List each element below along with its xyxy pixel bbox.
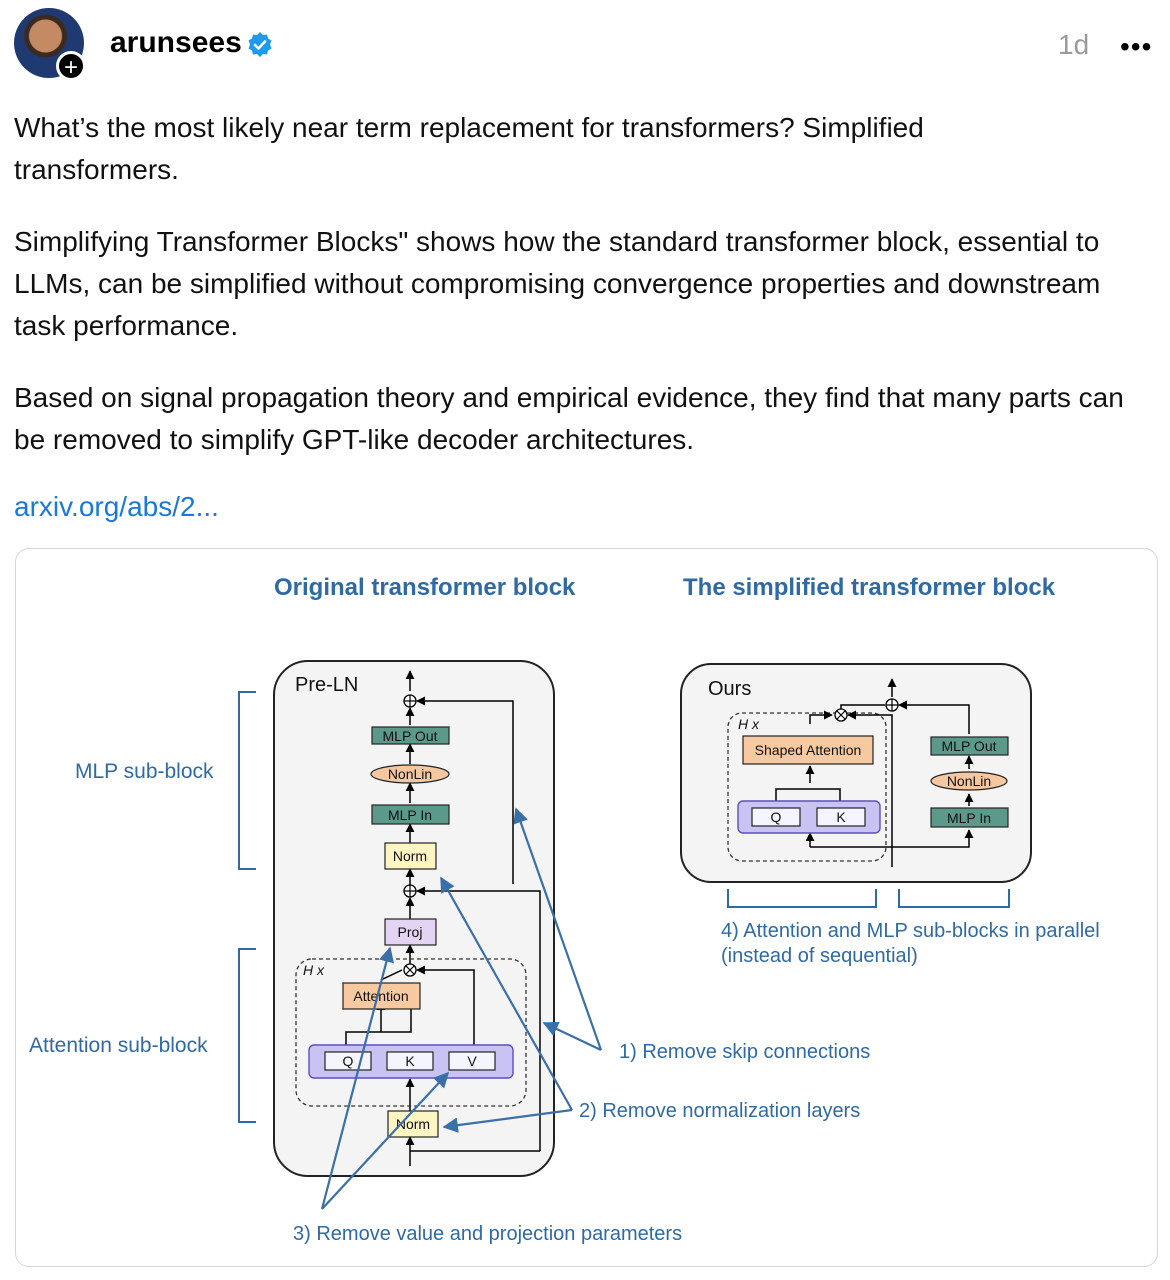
nonlin-node: [370, 764, 450, 784]
transformer-diagram: Original transformer block The simplifie…: [29, 574, 1100, 1245]
norm-box-attn: [387, 1110, 439, 1138]
ours-hx-label: H x: [738, 716, 760, 732]
nonlin-label: NonLin: [388, 766, 432, 782]
attention-box: [342, 982, 421, 1010]
ours-mlp-in-label: MLP In: [947, 810, 991, 826]
mlp-out-label: MLP Out: [383, 728, 438, 744]
proj-box: [384, 918, 437, 946]
norm-label-mlp: Norm: [393, 848, 427, 864]
timestamp: 1d: [1058, 29, 1090, 60]
annotation-1: 1) Remove skip connections: [619, 1041, 870, 1063]
parallel-bracket-left: [727, 889, 877, 908]
mlp-bracket: [238, 691, 256, 870]
post-paragraph-3: Based on signal propagation theory and e…: [14, 382, 1124, 455]
follow-plus-icon[interactable]: +: [56, 51, 86, 81]
annotation-2: 2) Remove normalization layers: [579, 1100, 860, 1122]
annotation-3: 3) Remove value and projection parameter…: [293, 1223, 682, 1245]
attention-label: Attention: [353, 988, 408, 1004]
title-simplified: The simplified transformer block: [683, 574, 1056, 601]
ours-label: Ours: [708, 678, 751, 700]
post-paragraph-1: What’s the most likely near term replace…: [14, 112, 924, 185]
username[interactable]: arunsees: [110, 26, 242, 59]
ours-mlp-out-box: [930, 736, 1009, 756]
hx-label: H x: [303, 962, 325, 978]
v-box: [448, 1051, 496, 1071]
ours-mlp-out-label: MLP Out: [942, 738, 997, 754]
ours-k-box: [816, 807, 866, 827]
v-label: V: [467, 1053, 477, 1069]
post-image[interactable]: Original transformer block The simplifie…: [15, 548, 1158, 1267]
k-label: K: [405, 1053, 415, 1069]
ours-mlp-in-box: [930, 807, 1009, 828]
more-options-icon[interactable]: •••: [1120, 31, 1153, 62]
title-original: Original transformer block: [274, 574, 576, 601]
ours-nonlin-node: [930, 771, 1008, 791]
shaped-attention-label: Shaped Attention: [755, 742, 862, 758]
annotation-4-line2: (instead of sequential): [721, 945, 918, 967]
ours-k-label: K: [836, 809, 846, 825]
attention-bracket: [238, 948, 256, 1123]
k-box: [386, 1051, 434, 1071]
proj-label: Proj: [398, 924, 423, 940]
post-link[interactable]: arxiv.org/abs/2...: [14, 491, 219, 522]
mlp-in-label: MLP In: [388, 807, 432, 823]
norm-box-mlp: [384, 842, 437, 870]
ours-heads-dashed-box: [727, 712, 887, 862]
ours-q-box: [751, 807, 801, 827]
ours-q-label: Q: [771, 809, 782, 825]
parallel-bracket-right: [898, 889, 1010, 908]
mlp-in-box: [371, 804, 450, 825]
verified-badge-icon: [248, 32, 272, 57]
mlp-subblock-label: MLP sub-block: [75, 760, 214, 783]
q-label: Q: [343, 1053, 354, 1069]
shaped-attention-box: [742, 735, 874, 765]
preln-label: Pre-LN: [295, 674, 358, 696]
heads-dashed-box: [295, 958, 527, 1107]
mlp-out-box: [371, 726, 450, 745]
attention-subblock-label: Attention sub-block: [29, 1034, 208, 1057]
ours-nonlin-label: NonLin: [947, 773, 991, 789]
post-paragraph-2: Simplifying Transformer Blocks" shows ho…: [14, 226, 1101, 341]
annotation-4-line1: 4) Attention and MLP sub-blocks in paral…: [721, 920, 1100, 942]
